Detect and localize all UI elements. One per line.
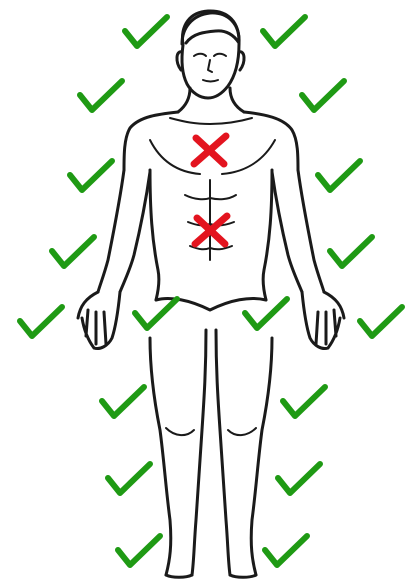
check-mark-icon [283,387,325,416]
neck-left [178,88,190,112]
check-mark-icon [52,237,94,266]
right-eye [214,54,226,56]
check-mark-icon [70,161,112,190]
neck-right [230,88,244,112]
left-leg-inner [192,330,206,575]
left-foot [166,575,192,577]
check-mark-icon [102,387,144,416]
right-arm-outer [298,170,324,292]
right-knee [228,428,256,435]
head-outline [182,11,239,98]
chest-left [150,140,200,174]
check-mark-icon [265,536,307,565]
right-hand [302,292,344,349]
collarbone [170,118,252,124]
check-mark-icon [360,307,402,336]
left-hand [78,292,120,349]
chest-right [222,140,275,174]
right-arm-inner [272,172,302,292]
check-mark-icon [80,81,122,110]
right-leg-outer [251,338,272,575]
right-shoulder [244,112,298,170]
check-mark-icon [302,81,344,110]
check-mark-icon [125,17,167,46]
check-mark-icon [118,536,160,565]
check-mark-icon [108,464,150,493]
nose [208,60,212,72]
right-leg-inner [216,330,230,575]
right-foot [230,575,256,577]
torso-right-side [263,170,272,300]
mouth [203,80,218,82]
check-mark-icon [20,307,62,336]
cross-mark-icon [194,136,226,164]
check-mark-icon [330,237,372,266]
torso-left-side [150,170,159,300]
check-mark-icon [278,464,320,493]
left-arm-inner [120,172,150,292]
left-arm-outer [98,170,124,292]
check-mark-icon [318,161,360,190]
check-mark-icon [245,299,287,328]
check-mark-icon [135,299,177,328]
left-knee [166,428,194,435]
left-eye [194,54,206,56]
check-mark-icon [263,17,305,46]
